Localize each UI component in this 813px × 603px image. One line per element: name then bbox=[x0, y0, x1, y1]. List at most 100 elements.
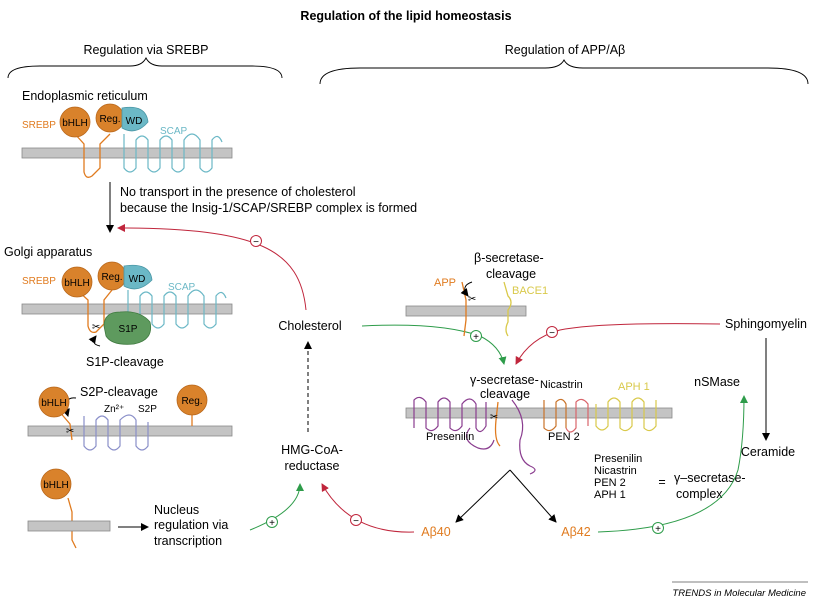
nucleus-bhlh-label: bHLH bbox=[43, 480, 69, 491]
golgi-label: Golgi apparatus bbox=[4, 245, 92, 259]
s2p-scissors-icon: ✂ bbox=[66, 426, 74, 437]
legend-presenilin: Presenilin bbox=[594, 453, 642, 465]
cholesterol-golgi-minus-icon bbox=[250, 235, 262, 247]
nucleus-membrane bbox=[27, 520, 111, 532]
s1p-protease bbox=[103, 311, 152, 345]
nucleus-to-hmg-arrow bbox=[249, 483, 304, 531]
nucleus-text-line1: Nucleus bbox=[154, 503, 199, 517]
bace1-protein bbox=[503, 281, 512, 337]
ceramide-label: Ceramide bbox=[741, 445, 795, 459]
gamma-to-ab40-arrow bbox=[455, 469, 511, 523]
er-bhlh-label: bHLH bbox=[62, 118, 88, 129]
nicastrin-protein bbox=[543, 398, 567, 432]
golgi-scap-label: SCAP bbox=[168, 282, 196, 293]
pen2-protein bbox=[565, 398, 589, 433]
beta-cleavage-arrow bbox=[460, 281, 473, 297]
er-scap-label: SCAP bbox=[160, 126, 188, 137]
sphingomyelin-gamma-minus-icon bbox=[546, 326, 558, 338]
er-reg-label: Reg. bbox=[99, 114, 120, 125]
cholesterol-label: Cholesterol bbox=[278, 319, 341, 333]
no-transport-text-line2: because the Insig-1/SCAP/SREBP complex i… bbox=[120, 201, 417, 215]
hmg-label-line2: reductase bbox=[285, 459, 340, 473]
golgi-bhlh-domain bbox=[61, 266, 93, 298]
cholesterol-gamma-plus-sign: + bbox=[473, 332, 479, 343]
cholesterol-to-golgi-arrow bbox=[117, 224, 307, 311]
s2p-reg-label: Reg. bbox=[181, 396, 202, 407]
er-bhlh-domain bbox=[59, 106, 91, 138]
s2p-bhlh-label: bHLH bbox=[41, 398, 67, 409]
nsmase-label: nSMase bbox=[694, 375, 740, 389]
beta-scissors-icon: ✂ bbox=[468, 294, 476, 305]
ab42-nsmase-plus-icon bbox=[652, 522, 664, 534]
er-wd-domain bbox=[121, 106, 149, 132]
golgi-wd-domain bbox=[123, 264, 153, 290]
beta-cleavage-label-line2: cleavage bbox=[486, 267, 536, 281]
golgi-srebp-label: SREBP bbox=[22, 276, 56, 287]
ab42-label: Aβ42 bbox=[561, 525, 590, 539]
nucleus-text-line3: transcription bbox=[154, 534, 222, 548]
golgi-wd-label: WD bbox=[129, 274, 146, 285]
bace1-label: BACE1 bbox=[512, 285, 548, 297]
ab42-nsmase-plus-sign: + bbox=[655, 524, 661, 535]
credit-text: TRENDS in Molecular Medicine bbox=[672, 588, 806, 599]
s1p-scissors-icon: ✂ bbox=[92, 322, 100, 333]
sphingomyelin-to-gamma-arrow bbox=[515, 323, 721, 365]
legend-equals: = bbox=[658, 475, 665, 489]
cholesterol-golgi-minus-sign: − bbox=[253, 237, 259, 248]
nucleus-hmg-plus-sign: + bbox=[269, 518, 275, 529]
s2p-reg-domain bbox=[176, 384, 208, 416]
sphingomyelin-gamma-minus-sign: − bbox=[549, 328, 555, 339]
legend-pen2: PEN 2 bbox=[594, 477, 626, 489]
aph1-protein bbox=[595, 397, 657, 432]
ab40-hmg-minus-icon bbox=[350, 514, 362, 526]
legend-complex-line1: γ–secretase- bbox=[674, 471, 746, 485]
presenilin-protein bbox=[413, 396, 495, 450]
golgi-bhlh-label: bHLH bbox=[64, 278, 90, 289]
app-label: APP bbox=[434, 277, 456, 289]
golgi-scap-protein bbox=[127, 289, 227, 329]
cholesterol-gamma-plus-icon bbox=[470, 330, 482, 342]
s1p-label: S1P bbox=[119, 324, 138, 335]
gamma-cleavage-label-line1: γ-secretase- bbox=[470, 373, 539, 387]
er-label: Endoplasmic reticulum bbox=[22, 89, 148, 103]
sphingomyelin-label: Sphingomyelin bbox=[725, 317, 807, 331]
presenilin-loop bbox=[511, 399, 536, 475]
er-srebp-protein bbox=[74, 133, 111, 178]
s2p-bhlh-domain bbox=[38, 386, 70, 418]
legend-nicastrin: Nicastrin bbox=[594, 465, 637, 477]
gamma-app-fragment bbox=[494, 401, 501, 447]
beta-cleavage-label-line1: β-secretase- bbox=[474, 251, 544, 265]
right-brace bbox=[319, 58, 809, 85]
nucleus-bhlh-domain bbox=[40, 468, 72, 500]
s1p-cleavage-label: S1P-cleavage bbox=[86, 355, 164, 369]
ab40-label: Aβ40 bbox=[421, 525, 450, 539]
cholesterol-to-gamma-arrow bbox=[361, 324, 507, 365]
pen2-label: PEN 2 bbox=[548, 431, 580, 443]
nucleus-hmg-plus-icon bbox=[266, 516, 278, 528]
s2p-label: S2P bbox=[138, 404, 157, 415]
golgi-reg-label: Reg. bbox=[101, 272, 122, 283]
s2p-membrane bbox=[27, 425, 233, 437]
gamma-to-ab42-arrow bbox=[509, 469, 557, 523]
gamma-cleavage-label-line2: cleavage bbox=[480, 387, 530, 401]
gamma-membrane bbox=[405, 407, 673, 419]
golgi-srebp-protein bbox=[76, 289, 113, 334]
section-left-title: Regulation via SREBP bbox=[83, 43, 208, 57]
gamma-scissors-icon: ✂ bbox=[490, 412, 498, 423]
ab40-to-hmg-arrow bbox=[321, 483, 415, 533]
legend-complex-line2: complex bbox=[676, 487, 723, 501]
legend-aph1: APH 1 bbox=[594, 489, 626, 501]
left-brace bbox=[7, 56, 283, 79]
ab40-hmg-minus-sign: − bbox=[353, 516, 359, 527]
section-right-title: Regulation of APP/Aβ bbox=[505, 43, 625, 57]
zinc-label: Zn²⁺ bbox=[104, 404, 124, 415]
er-srebp-label: SREBP bbox=[22, 120, 56, 131]
presenilin-label: Presenilin bbox=[426, 431, 474, 443]
er-scap-protein bbox=[123, 133, 223, 173]
s1p-cleavage-arrow bbox=[88, 335, 101, 347]
hmg-label-line1: HMG-CoA- bbox=[281, 443, 343, 457]
diagram-title: Regulation of the lipid homeostasis bbox=[300, 9, 511, 23]
nicastrin-label: Nicastrin bbox=[540, 379, 583, 391]
er-membrane bbox=[21, 147, 233, 159]
